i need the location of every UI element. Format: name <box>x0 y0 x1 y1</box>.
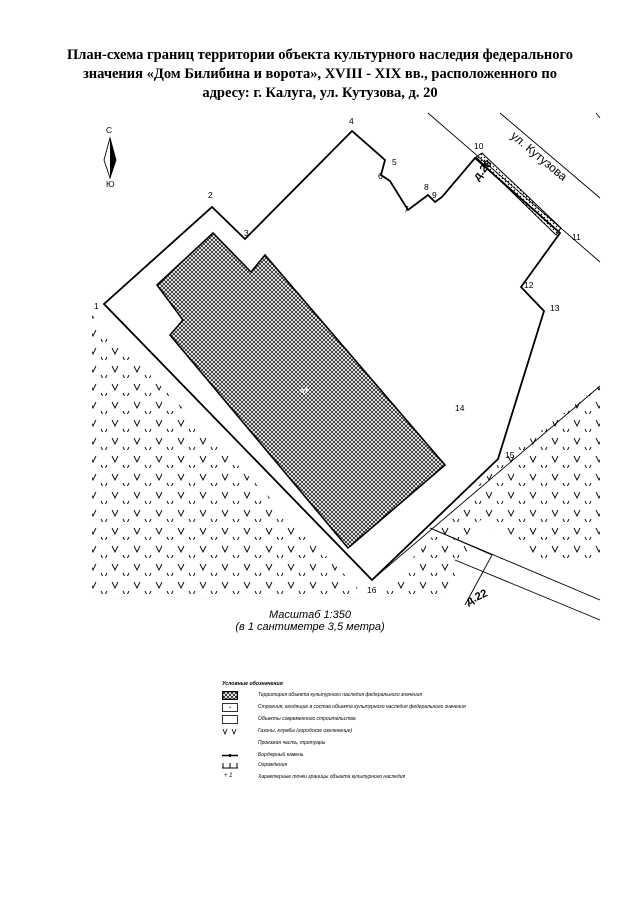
street-name: ул. Кутузова <box>508 129 570 184</box>
title-line-2: значения «Дом Билибина и ворота», XVIII … <box>82 66 558 82</box>
point-12: 12 <box>524 280 534 290</box>
point-6: 6 <box>378 171 383 181</box>
facade-strip <box>475 152 562 236</box>
point-9: 9 <box>432 190 437 200</box>
point-5: 5 <box>392 157 397 167</box>
dotted-box-symbol <box>222 703 238 712</box>
crosshatch-symbol <box>222 691 238 700</box>
compass-south: Ю <box>106 179 115 189</box>
legend-label: Характерные точки границы объекта культу… <box>258 774 406 780</box>
scale-caption: Масштаб 1:350 (в 1 сантиметре 3,5 метра) <box>200 609 420 633</box>
point-1: 1 <box>94 301 99 311</box>
title-line-3: адресу: г. Калуга, ул. Кутузова, д. 20 <box>202 85 438 101</box>
point-8: 8 <box>424 182 429 192</box>
point-15: 15 <box>505 450 515 460</box>
point-symbol: + 1 <box>224 773 233 779</box>
fence-symbol <box>222 763 238 769</box>
point-11: 11 <box>572 232 581 242</box>
legend-label: Бордюрный камень <box>258 752 304 758</box>
legend-item-curb: Бордюрный камень <box>222 751 522 761</box>
legend-item-point: + 1 Характерные точки границы объекта ку… <box>222 773 522 783</box>
title-line-1: План-схема границ территории объекта кул… <box>66 47 574 63</box>
point-14: 14 <box>455 403 465 413</box>
grass-area <box>92 315 600 600</box>
legend-item-territory: Территория объекта культурного наследия … <box>222 691 522 701</box>
compass-north: С <box>106 125 112 135</box>
legend-item-road: Проезжая часть, тротуары <box>222 739 522 749</box>
point-13: 13 <box>550 303 560 313</box>
point-4: 4 <box>349 116 354 126</box>
street-lines <box>371 112 601 621</box>
legend-item-fence: Ограждения <box>222 761 522 771</box>
point-2: 2 <box>208 190 213 200</box>
legend-label: Газоны, клумбы (городское озеленение) <box>258 728 353 734</box>
page-title: План-схема границ территории объекта кул… <box>40 46 600 103</box>
boundary-points: 1 2 3 4 5 6 7 8 9 10 11 12 13 14 15 16 <box>94 116 581 595</box>
legend-item-modern: Объекты современного строительства <box>222 715 522 725</box>
point-10: 10 <box>474 141 484 151</box>
empty-box-symbol <box>222 715 238 724</box>
legend-label: Территория объекта культурного наследия … <box>258 692 423 698</box>
grass-symbol <box>222 728 237 736</box>
legend: Условные обозначения Территория объекта … <box>222 681 522 780</box>
legend-label: Строения, входящие в состав объекта куль… <box>258 704 466 710</box>
legend-label: Объекты современного строительства <box>258 716 356 722</box>
legend-label: Ограждения <box>258 762 288 768</box>
house-number-22: д.22 <box>464 587 489 607</box>
legend-item-structures: Строения, входящие в состав объекта куль… <box>222 703 522 713</box>
point-16: 16 <box>367 585 377 595</box>
point-3: 3 <box>244 228 249 238</box>
neighbor-building <box>429 527 493 606</box>
scale-ratio: Масштаб 1:350 <box>269 609 351 621</box>
point-7: 7 <box>404 204 409 214</box>
compass-icon: С Ю <box>103 125 117 189</box>
scale-description: (в 1 сантиметре 3,5 метра) <box>235 621 385 633</box>
heritage-building <box>155 231 447 550</box>
curb-symbol <box>222 754 238 757</box>
legend-title: Условные обозначения <box>222 681 283 687</box>
legend-label: Проезжая часть, тротуары <box>258 740 326 746</box>
legend-item-grass: Газоны, клумбы (городское озеленение) <box>222 727 522 737</box>
